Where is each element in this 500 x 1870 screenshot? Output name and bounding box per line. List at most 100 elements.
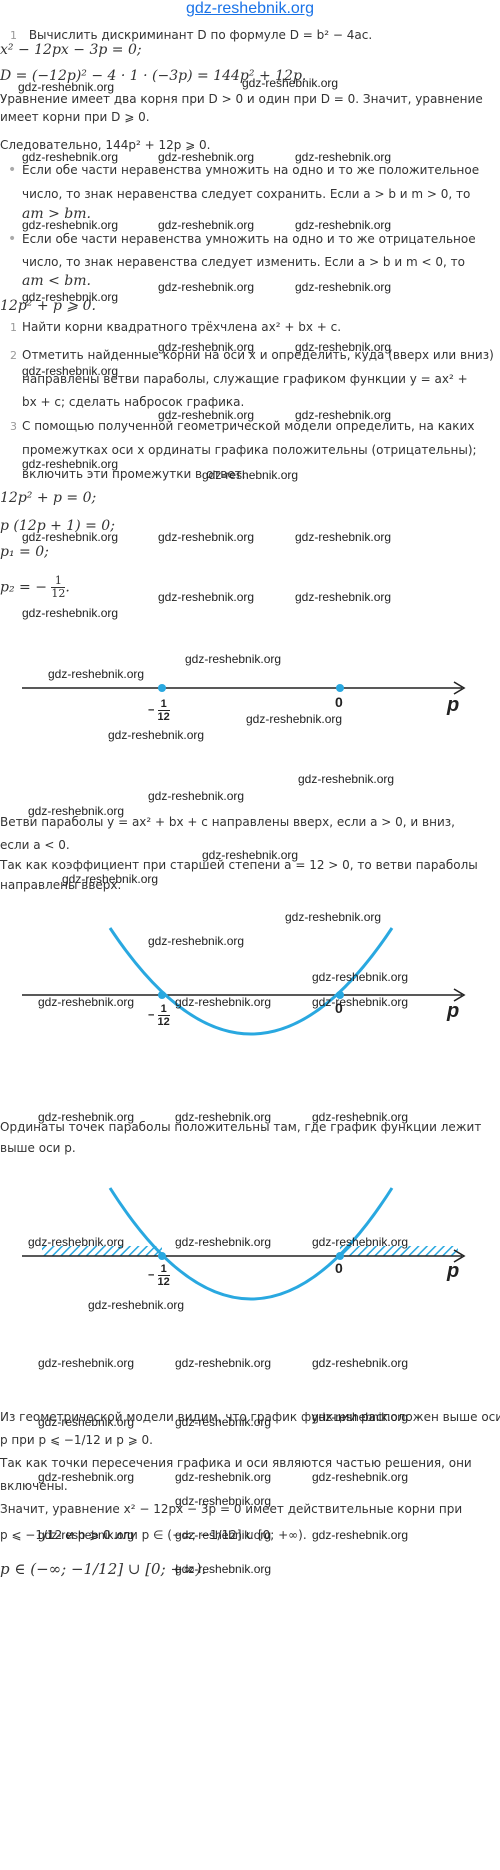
- watermark-text: gdz-reshebnik.org: [22, 457, 119, 471]
- equation-2: D = (−12p)² − 4 · 1 · (−3p) = 144p² + 12…: [0, 68, 307, 84]
- axis-arrow: [453, 681, 466, 695]
- fraction-label-3: − 1 12: [148, 1263, 170, 1288]
- paragraph-7b: включены.: [0, 1479, 68, 1493]
- watermark-text: gdz-reshebnik.org: [295, 218, 392, 232]
- watermark-text: gdz-reshebnik.org: [28, 804, 125, 818]
- algorithm-step-2c: bx + c; сделать набросок графика.: [22, 395, 245, 409]
- parabola-figure: [22, 927, 466, 1036]
- watermark-text: gdz-reshebnik.org: [312, 1410, 409, 1424]
- fraction: 1 12: [51, 575, 66, 600]
- watermark-text: gdz-reshebnik.org: [312, 970, 409, 984]
- watermark-text: gdz-reshebnik.org: [175, 1415, 272, 1429]
- watermark-text: gdz-reshebnik.org: [295, 590, 392, 604]
- watermark-text: gdz-reshebnik.org: [38, 1356, 135, 1370]
- zero-label-1: 0: [335, 694, 343, 710]
- bullet-2a: Если обе части неравенства умножить на о…: [22, 232, 476, 246]
- parabola-curve: [108, 1187, 394, 1301]
- equation-7: p₂ = − 1 12 .: [0, 574, 70, 600]
- paragraph-5a: Ординаты точек параболы положительны там…: [0, 1120, 482, 1134]
- number-line-figure: [22, 681, 466, 695]
- paragraph-1a: Уравнение имеет два корня при D > 0 и од…: [0, 92, 483, 106]
- watermark-text: gdz-reshebnik.org: [312, 1470, 409, 1484]
- site-header-link[interactable]: gdz-reshebnik.org: [185, 0, 315, 17]
- watermark-text: gdz-reshebnik.org: [148, 789, 245, 803]
- equation-3: 12p² + p ⩾ 0.: [0, 298, 96, 314]
- watermark-text: gdz-reshebnik.org: [175, 995, 272, 1009]
- zero-label-3: 0: [335, 1260, 343, 1276]
- paragraph-1b: имеет корни при D ⩾ 0.: [0, 110, 150, 124]
- step-number: 1: [10, 29, 17, 42]
- watermark-text: gdz-reshebnik.org: [202, 848, 299, 862]
- bullet-2c: am < bm.: [22, 273, 91, 289]
- parabola-hatched-figure: [22, 1187, 466, 1301]
- paragraph-7a: Так как точки пересечения графика и оси …: [0, 1456, 472, 1470]
- bullet-icon: •: [8, 231, 17, 247]
- paragraph-4a: Так как коэффициент при старшей степени …: [0, 858, 478, 872]
- bullet-1b: число, то знак неравенства следует сохра…: [22, 187, 471, 201]
- root-point-minus: [158, 1252, 166, 1260]
- equation-1: x² − 12px − 3p = 0;: [0, 42, 142, 58]
- watermark-text: gdz-reshebnik.org: [295, 408, 392, 422]
- watermark-text: gdz-reshebnik.org: [88, 1298, 185, 1312]
- watermark-text: gdz-reshebnik.org: [158, 530, 255, 544]
- root-point-zero: [336, 1252, 344, 1260]
- watermark-text: gdz-reshebnik.org: [22, 606, 119, 620]
- watermark-text: gdz-reshebnik.org: [28, 1235, 125, 1249]
- watermark-text: gdz-reshebnik.org: [175, 1356, 272, 1370]
- final-answer: p ∈ (−∞; −1/12] ∪ [0; +∞).: [0, 1560, 207, 1578]
- paragraph-6b: p при p ⩽ −1/12 и p ⩾ 0.: [0, 1433, 153, 1447]
- equation-6: p₁ = 0;: [0, 544, 49, 560]
- watermark-text: gdz-reshebnik.org: [246, 712, 343, 726]
- watermark-text: gdz-reshebnik.org: [22, 218, 119, 232]
- watermark-text: gdz-reshebnik.org: [38, 1415, 135, 1429]
- equation-4: 12p² + p = 0;: [0, 490, 97, 506]
- algorithm-step-3c: включить эти промежутки в ответ.: [22, 467, 246, 481]
- algorithm-step-3a: С помощью полученной геометрической моде…: [22, 419, 475, 433]
- watermark-text: gdz-reshebnik.org: [62, 872, 159, 886]
- watermark-text: gdz-reshebnik.org: [295, 280, 392, 294]
- paragraph-3a: Ветви параболы y = ax² + bx + c направле…: [0, 815, 455, 829]
- paragraph-8a: Значит, уравнение x² − 12px − 3p = 0 име…: [0, 1502, 463, 1516]
- hatch-right: [340, 1246, 458, 1256]
- fraction-numerator: 1: [51, 575, 66, 588]
- paragraph-6a: Из геометрической модели видим, что граф…: [0, 1410, 500, 1424]
- watermark-text: gdz-reshebnik.org: [22, 530, 119, 544]
- watermark-text: gdz-reshebnik.org: [22, 364, 119, 378]
- bullet-1a: Если обе части неравенства умножить на о…: [22, 163, 480, 177]
- watermark-text: gdz-reshebnik.org: [38, 1110, 135, 1124]
- step-number: 1: [10, 321, 17, 334]
- watermark-text: gdz-reshebnik.org: [148, 934, 245, 948]
- watermark-text: gdz-reshebnik.org: [158, 150, 255, 164]
- root-point-zero: [336, 991, 344, 999]
- watermark-text: gdz-reshebnik.org: [175, 1494, 272, 1508]
- fraction-denominator: 12: [51, 587, 66, 600]
- paragraph-8b: p ⩽ −1/12 и p ⩾ 0 или p ∈ (−∞; −1/12] ∪ …: [0, 1528, 307, 1542]
- watermark-text: gdz-reshebnik.org: [18, 80, 115, 94]
- watermark-text: gdz-reshebnik.org: [38, 1470, 135, 1484]
- root-point-minus: [158, 991, 166, 999]
- watermark-text: gdz-reshebnik.org: [158, 590, 255, 604]
- watermark-text: gdz-reshebnik.org: [175, 1562, 272, 1576]
- watermark-text: gdz-reshebnik.org: [175, 1528, 272, 1542]
- paragraph-5b: выше оси p.: [0, 1141, 76, 1155]
- watermark-text: gdz-reshebnik.org: [312, 995, 409, 1009]
- paragraph-3b: если a < 0.: [0, 838, 70, 852]
- algorithm-step-2b: направлены ветви параболы, служащие граф…: [22, 372, 468, 386]
- watermark-text: gdz-reshebnik.org: [295, 150, 392, 164]
- bullet-1c: am > bm.: [22, 206, 91, 222]
- watermark-text: gdz-reshebnik.org: [158, 218, 255, 232]
- watermark-text: gdz-reshebnik.org: [38, 995, 135, 1009]
- paragraph-2: Следовательно, 144p² + 12p ⩾ 0.: [0, 138, 211, 152]
- watermark-text: gdz-reshebnik.org: [38, 1528, 135, 1542]
- watermark-text: gdz-reshebnik.org: [175, 1235, 272, 1249]
- axis-arrow: [453, 988, 466, 1002]
- watermark-text: gdz-reshebnik.org: [298, 772, 395, 786]
- bullet-icon: •: [8, 162, 17, 178]
- watermark-text: gdz-reshebnik.org: [22, 290, 119, 304]
- watermark-text: gdz-reshebnik.org: [295, 530, 392, 544]
- bullet-2b: число, то знак неравенства следует измен…: [22, 255, 465, 269]
- step-1-label: Вычислить дискриминант D по формуле D = …: [28, 28, 373, 42]
- axis-arrow: [453, 1249, 466, 1263]
- axis-var-label-1: p: [447, 694, 460, 716]
- axis-var-label-3: p: [447, 1260, 460, 1282]
